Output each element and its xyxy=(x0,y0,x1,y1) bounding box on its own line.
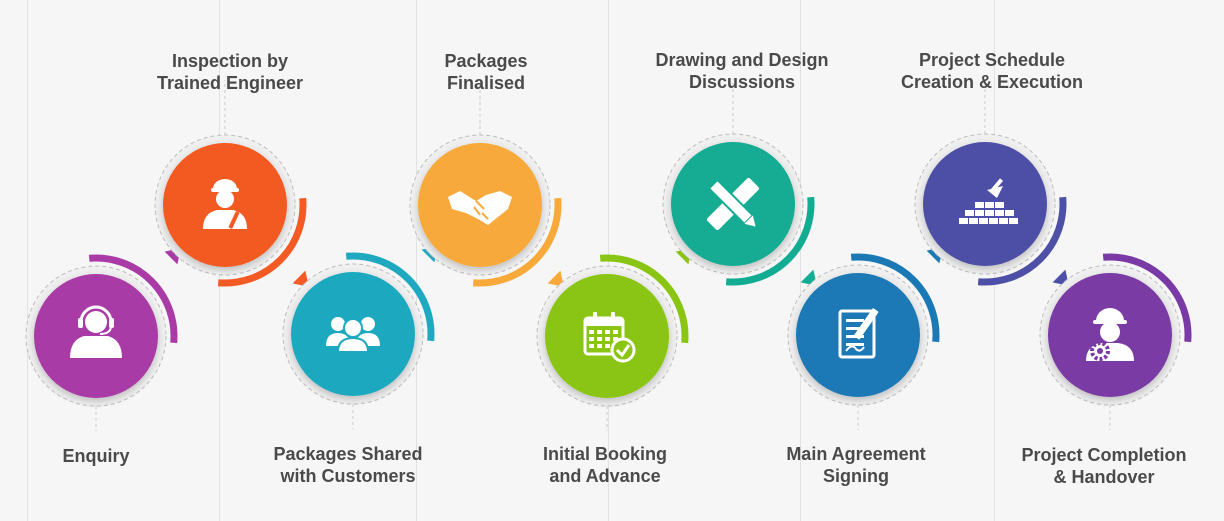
step-node-completion xyxy=(1039,253,1192,430)
step-label-completion: Project Completion& Handover xyxy=(994,444,1214,488)
step-label-line: Initial Booking xyxy=(543,444,667,464)
step-node-initial-booking xyxy=(536,248,692,431)
step-arc xyxy=(345,252,435,342)
step-arc xyxy=(725,196,815,286)
step-arc xyxy=(217,197,307,287)
bricks-trowel-icon xyxy=(959,178,1018,224)
handshake-icon xyxy=(448,191,512,225)
step-label-line: Trained Engineer xyxy=(156,73,304,93)
step-arrowhead xyxy=(547,270,564,287)
step-node-schedule xyxy=(914,79,1069,286)
grid-line xyxy=(27,0,28,521)
step-label-line: Project Completion xyxy=(1021,445,1187,465)
step-label-line: Packages Shared xyxy=(273,444,423,464)
step-node-enquiry xyxy=(25,248,181,431)
worker-gear-icon xyxy=(1086,308,1134,361)
engineer-wrench-icon xyxy=(203,179,247,229)
step-arc xyxy=(599,254,689,344)
step-label-line: Signing xyxy=(823,466,889,486)
step-label-line: Project Schedule xyxy=(918,50,1066,70)
step-label-line: & Handover xyxy=(1053,467,1155,487)
step-arc xyxy=(472,197,562,287)
calendar-check-icon xyxy=(583,312,636,363)
step-label-line: with Customers xyxy=(280,466,416,486)
group-people-icon xyxy=(326,317,380,353)
pencil-ruler-icon xyxy=(706,177,760,231)
step-label-line: and Advance xyxy=(549,466,661,486)
step-arc xyxy=(1102,253,1192,343)
step-label-line: Packages xyxy=(444,51,528,71)
step-node-packages-finalised xyxy=(409,80,564,287)
step-node-drawing-design xyxy=(662,79,817,286)
step-label-line: Main Agreement xyxy=(786,444,926,464)
headset-agent-icon xyxy=(70,305,122,358)
step-node-packages-shared xyxy=(282,246,438,429)
step-arc xyxy=(850,253,940,343)
step-node-inspection xyxy=(154,80,309,287)
step-arc xyxy=(88,254,178,344)
step-node-agreement xyxy=(787,247,943,430)
document-sign-icon xyxy=(838,308,879,359)
step-label-line: Finalised xyxy=(446,73,526,93)
step-circle xyxy=(545,274,669,398)
step-label-enquiry: Enquiry xyxy=(0,445,206,467)
step-label-line: Enquiry xyxy=(62,446,130,466)
step-label-line: Discussions xyxy=(688,72,796,92)
step-label-line: Drawing and Design xyxy=(655,50,829,70)
grid-line xyxy=(800,0,801,521)
step-label-line: Creation & Execution xyxy=(900,72,1084,92)
step-label-line: Inspection by xyxy=(171,51,288,71)
grid-line xyxy=(416,0,417,521)
step-arc xyxy=(977,196,1067,286)
